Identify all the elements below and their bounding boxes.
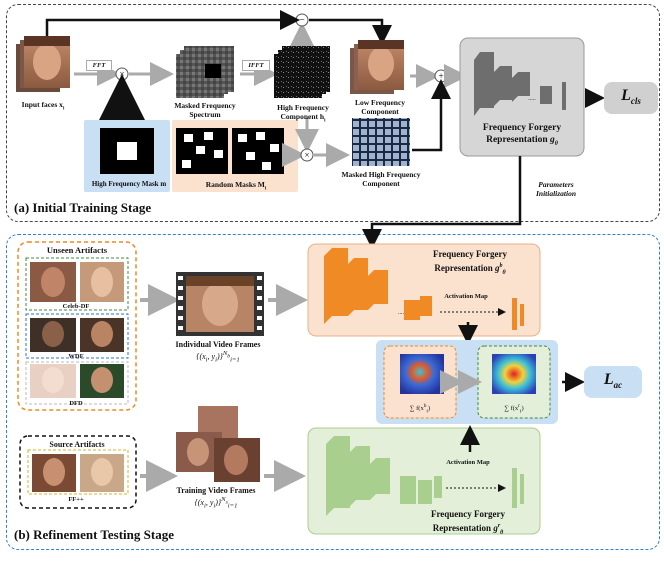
input-faces-label: Input faces xi xyxy=(21,100,65,112)
repr-blocks-orange xyxy=(324,248,524,330)
initial-stage-title: (a) Initial Training Stage xyxy=(14,200,152,215)
fft-label: FFT xyxy=(86,60,112,71)
random-masks-label: Random Masks Mi xyxy=(205,180,267,192)
unseen-artifacts-title: Unseen Artifacts xyxy=(46,245,108,255)
ff-pp-label: FF++ xyxy=(68,496,84,503)
activation-map-label-top: Activation Map xyxy=(444,293,488,300)
svg-text:....: .... xyxy=(398,310,405,316)
svg-text:.....: ..... xyxy=(528,96,536,102)
loss-cls: Lcls xyxy=(621,87,641,107)
input-faces-stack xyxy=(16,36,70,92)
source-artifacts-title: Source Artifacts xyxy=(49,440,105,449)
initial-training-stage-frame xyxy=(6,4,660,222)
ifft-label: IFFT xyxy=(242,60,270,71)
svg-text:+: + xyxy=(438,71,443,81)
repr-blocks-green xyxy=(326,436,524,516)
sum-fb-label: ∑ f(xbi) xyxy=(409,403,431,415)
wdf-label: WDF xyxy=(68,353,84,360)
activation-map-label-bottom: Activation Map xyxy=(446,459,490,466)
refinement-testing-stage-frame xyxy=(6,234,660,550)
hf-component-stack xyxy=(274,46,330,98)
sum-fr-label: ∑ f(xri) xyxy=(504,403,524,415)
svg-text:×: × xyxy=(304,150,309,160)
hf-mask-label: High Frequency Mask m xyxy=(91,180,167,188)
individual-frames-label: Individual Video Frames{(xi, yi)}Nbi=1 xyxy=(175,340,261,364)
refinement-stage-title: (b) Refinement Testing Stage xyxy=(14,527,174,542)
dfd-label: DFD xyxy=(69,400,83,407)
training-frames-label: Training Video Frames{(xi, yi)}Nsi=1 xyxy=(176,486,256,510)
masked-spectrum-stack xyxy=(176,46,234,98)
celeb-df-label: Celeb-DF xyxy=(62,303,90,310)
loss-ac: Lac xyxy=(603,371,623,391)
svg-text:−: − xyxy=(299,15,305,26)
lf-component-stack xyxy=(350,40,404,94)
svg-text:×: × xyxy=(119,69,124,79)
repr-blocks-grey xyxy=(474,52,566,116)
